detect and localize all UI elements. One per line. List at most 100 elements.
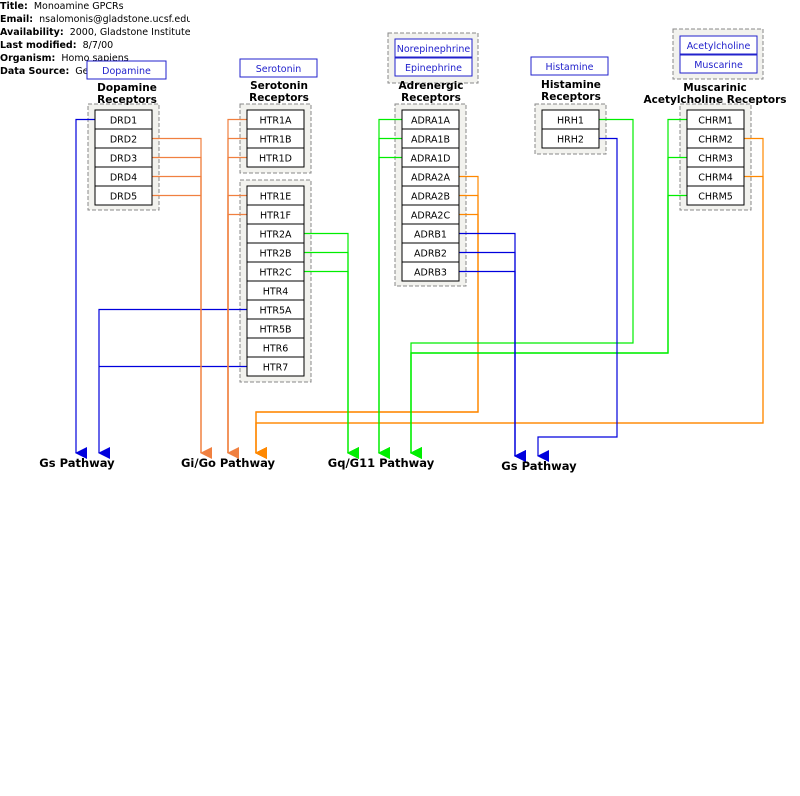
ligand-acetylcholine[interactable]: Acetylcholine — [679, 35, 758, 55]
gene-label: HRH2 — [557, 135, 584, 146]
gene-label: ADRB2 — [414, 249, 447, 260]
edge-gs — [459, 251, 526, 462]
gene-label: ADRB3 — [414, 268, 447, 279]
gene-label: HTR5A — [259, 306, 292, 317]
gene-node-hrh2[interactable]: HRH2 — [541, 128, 600, 149]
gene-label: ADRA2B — [411, 192, 450, 203]
gene-label: DRD3 — [110, 154, 137, 165]
gene-node-adrb3[interactable]: ADRB3 — [401, 261, 460, 282]
edge-gq — [304, 270, 359, 459]
gene-node-adrb2[interactable]: ADRB2 — [401, 242, 460, 263]
edge-gi — [255, 175, 764, 459]
family-label-histamine: Histamine — [541, 79, 601, 91]
gene-node-htr4[interactable]: HTR4 — [246, 280, 305, 301]
gene-node-htr1b[interactable]: HTR1B — [246, 128, 305, 149]
ligand-label: Dopamine — [102, 66, 151, 77]
gene-node-htr5b[interactable]: HTR5B — [246, 318, 305, 339]
family-label-muscarinic: Muscarinic — [683, 82, 747, 94]
gene-label: HTR1D — [259, 154, 292, 165]
ligand-epinephrine[interactable]: Epinephrine — [394, 57, 473, 77]
meta-key: Availability: — [0, 27, 64, 38]
gene-node-adra2c[interactable]: ADRA2C — [401, 204, 460, 225]
gene-node-chrm2[interactable]: CHRM2 — [686, 128, 745, 149]
gene-node-drd2[interactable]: DRD2 — [94, 128, 153, 149]
gene-node-htr1f[interactable]: HTR1F — [246, 204, 305, 225]
gene-label: HRH1 — [557, 116, 584, 127]
gene-node-htr1e[interactable]: HTR1E — [246, 185, 305, 206]
gene-node-chrm3[interactable]: CHRM3 — [686, 147, 745, 168]
ligand-label: Norepinephrine — [397, 44, 471, 55]
gene-node-drd5[interactable]: DRD5 — [94, 185, 153, 206]
ligand-dopamine[interactable]: Dopamine — [86, 60, 167, 80]
edge-gi — [227, 213, 247, 453]
gene-node-htr2a[interactable]: HTR2A — [246, 223, 305, 244]
ligand-label: Muscarine — [694, 60, 743, 71]
gene-node-adra1b[interactable]: ADRA1B — [401, 128, 460, 149]
meta-row: Title: Monoamine GPCRs — [0, 1, 190, 13]
gene-label: HTR2A — [259, 230, 292, 241]
gene-node-drd3[interactable]: DRD3 — [94, 147, 153, 168]
ligand-histamine[interactable]: Histamine — [530, 56, 609, 76]
meta-row: Organism: Homo sapiens — [0, 53, 190, 65]
gene-label: CHRM2 — [698, 135, 733, 146]
gene-node-drd1[interactable]: DRD1 — [94, 109, 153, 130]
gene-label: HTR1E — [260, 192, 292, 203]
gene-label: HTR4 — [263, 287, 289, 298]
gene-node-chrm1[interactable]: CHRM1 — [686, 109, 745, 130]
family-label-histamine: Receptors — [541, 91, 601, 103]
gene-label: HTR7 — [263, 363, 289, 374]
meta-key: Data Source: — [0, 66, 70, 77]
gene-node-adra2b[interactable]: ADRA2B — [401, 185, 460, 206]
gene-node-htr5a[interactable]: HTR5A — [246, 299, 305, 320]
gene-node-htr2b[interactable]: HTR2B — [246, 242, 305, 263]
meta-key: Organism: — [0, 53, 56, 64]
gene-node-hrh1[interactable]: HRH1 — [541, 109, 600, 130]
ligand-muscarine[interactable]: Muscarine — [679, 54, 758, 74]
gene-label: DRD5 — [110, 192, 137, 203]
gene-node-adra1a[interactable]: ADRA1A — [401, 109, 460, 130]
gene-node-drd4[interactable]: DRD4 — [94, 166, 153, 187]
gene-node-adra1d[interactable]: ADRA1D — [401, 147, 460, 168]
gene-label: DRD2 — [110, 135, 137, 146]
gene-node-chrm4[interactable]: CHRM4 — [686, 166, 745, 187]
gene-node-htr7[interactable]: HTR7 — [246, 356, 305, 377]
pathway-label: Gs Pathway — [39, 456, 115, 470]
meta-value: Ge — [69, 66, 89, 77]
family-label-dopamine: Dopamine — [97, 82, 157, 94]
gene-node-adra2a[interactable]: ADRA2A — [401, 166, 460, 187]
edge-gi — [152, 175, 202, 453]
meta-key: Title: — [0, 1, 28, 12]
gene-label: HTR5B — [259, 325, 291, 336]
gene-label: HTR1F — [260, 211, 291, 222]
ligand-norepinephrine[interactable]: Norepinephrine — [394, 38, 473, 58]
gene-label: HTR6 — [263, 344, 289, 355]
ligand-serotonin[interactable]: Serotonin — [239, 58, 318, 78]
gene-node-chrm5[interactable]: CHRM5 — [686, 185, 745, 206]
ligand-label: Serotonin — [256, 64, 302, 75]
meta-value: Monoamine GPCRs — [27, 1, 124, 12]
gene-label: HTR1B — [259, 135, 291, 146]
meta-row: Email: nsalomonis@gladstone.ucsf.edu — [0, 14, 190, 26]
edge-gq — [378, 156, 402, 459]
meta-value: Homo sapiens — [55, 53, 129, 64]
gene-label: HTR2C — [259, 268, 292, 279]
edge-gs — [537, 137, 618, 462]
meta-key: Email: — [0, 14, 34, 25]
gene-label: HTR2B — [259, 249, 291, 260]
pathway-label: Gs Pathway — [501, 459, 577, 473]
gene-node-htr2c[interactable]: HTR2C — [246, 261, 305, 282]
gene-node-adrb1[interactable]: ADRB1 — [401, 223, 460, 244]
gene-node-htr1d[interactable]: HTR1D — [246, 147, 305, 168]
family-label-serotonin: Receptors — [249, 92, 309, 104]
family-label-dopamine: Receptors — [97, 94, 157, 106]
family-label-adrenergic: Adrenergic — [398, 80, 463, 92]
family-label-adrenergic: Receptors — [401, 92, 461, 104]
meta-key: Last modified: — [0, 40, 77, 51]
family-label-muscarinic: Acetylcholine Receptors — [643, 94, 786, 106]
gene-node-htr1a[interactable]: HTR1A — [246, 109, 305, 130]
gene-node-htr6[interactable]: HTR6 — [246, 337, 305, 358]
meta-value: 2000, Gladstone Institute — [63, 27, 190, 38]
meta-row: Availability: 2000, Gladstone Institute — [0, 27, 190, 39]
